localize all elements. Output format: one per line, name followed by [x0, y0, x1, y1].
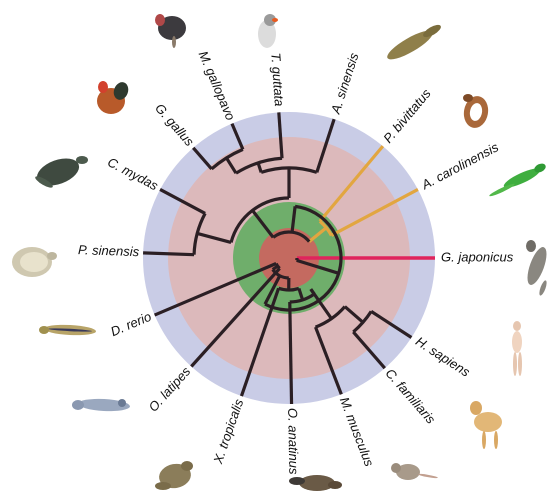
human-icon [512, 321, 522, 376]
medaka-fish-icon [72, 398, 130, 413]
alligator-icon [384, 23, 443, 65]
zebrafish-icon [39, 324, 96, 337]
python-snake-icon [461, 94, 490, 130]
softshell-turtle-icon [12, 247, 57, 277]
tip-label-tguttata: T. guttata [268, 52, 287, 107]
sea-turtle-icon [33, 153, 88, 191]
tip-label-acarolinensis: A. carolinensis [418, 139, 501, 193]
tip-label-cfamiliaris: C. familiaris [383, 366, 439, 427]
tip-label-ggallus: G. gallus [152, 100, 197, 149]
tip-label-hsapiens: H. sapiens [413, 334, 473, 380]
tip-label-mmusculus: M. musculus [337, 395, 377, 469]
tip-label-gjaponicus: G. japonicus [441, 249, 514, 264]
dog-icon [470, 401, 502, 449]
mouse-icon [391, 463, 438, 480]
gecko-icon [524, 240, 551, 296]
tip-label-asinensis: A. sinensis [328, 50, 362, 116]
frog-icon [155, 461, 193, 491]
tip-label-drerio: D. rerio [108, 309, 153, 339]
tip-label-cmydas: C. mydas [105, 154, 161, 193]
turkey-icon [155, 14, 186, 48]
anole-lizard-icon [488, 162, 547, 198]
tip-label-xtropicalis: X. tropicalis [210, 397, 247, 467]
platypus-icon [289, 475, 342, 491]
zebra-finch-icon [258, 14, 278, 48]
chicken-icon [97, 80, 131, 114]
tip-label-psinensis: P. sinensis [78, 242, 140, 259]
tip-label-pbivittatus: P. bivittatus [380, 86, 434, 146]
tip-label-mgallopavo: M. gallopavo [196, 49, 239, 123]
branch-psinensis [143, 253, 194, 255]
tip-label-oanatinus: O. anatinus [285, 408, 301, 475]
branch-oanatinus [290, 302, 292, 404]
tip-label-olatipes: O. latipes [145, 363, 193, 414]
